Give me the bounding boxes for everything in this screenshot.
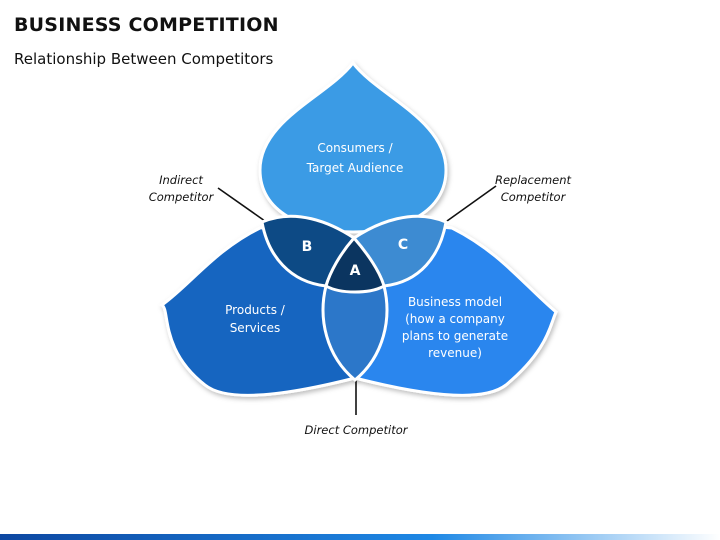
- business-model-label-line3: plans to generate: [402, 329, 508, 343]
- petal-consumers: [258, 60, 448, 234]
- overlap-b-letter: B: [302, 239, 313, 255]
- business-model-label-line2: (how a company: [405, 312, 505, 326]
- products-label-line1: Products /: [225, 303, 286, 317]
- indirect-competitor-line1: Indirect: [159, 173, 203, 187]
- overlap-a-letter: A: [350, 263, 361, 279]
- consumers-label-line1: Consumers /: [317, 141, 393, 155]
- indirect-callout-line: [217, 187, 273, 227]
- replacement-competitor-line1: Replacement: [495, 173, 572, 187]
- products-label-line2: Services: [230, 321, 281, 335]
- overlap-a: [324, 235, 386, 294]
- replacement-callout-line: [439, 185, 497, 227]
- replacement-competitor-line2: Competitor: [501, 190, 567, 204]
- consumers-label-line2: Target Audience: [306, 161, 404, 175]
- direct-competitor-label: Direct Competitor: [305, 423, 409, 437]
- page-title: BUSINESS COMPETITION: [14, 14, 279, 36]
- page-subtitle: Relationship Between Competitors: [14, 50, 274, 68]
- indirect-competitor-line2: Competitor: [149, 190, 215, 204]
- business-model-label-line4: revenue): [428, 346, 482, 360]
- overlap-c-letter: C: [398, 237, 408, 253]
- footer-gradient-bar: [0, 534, 720, 540]
- business-model-label-line1: Business model: [408, 295, 502, 309]
